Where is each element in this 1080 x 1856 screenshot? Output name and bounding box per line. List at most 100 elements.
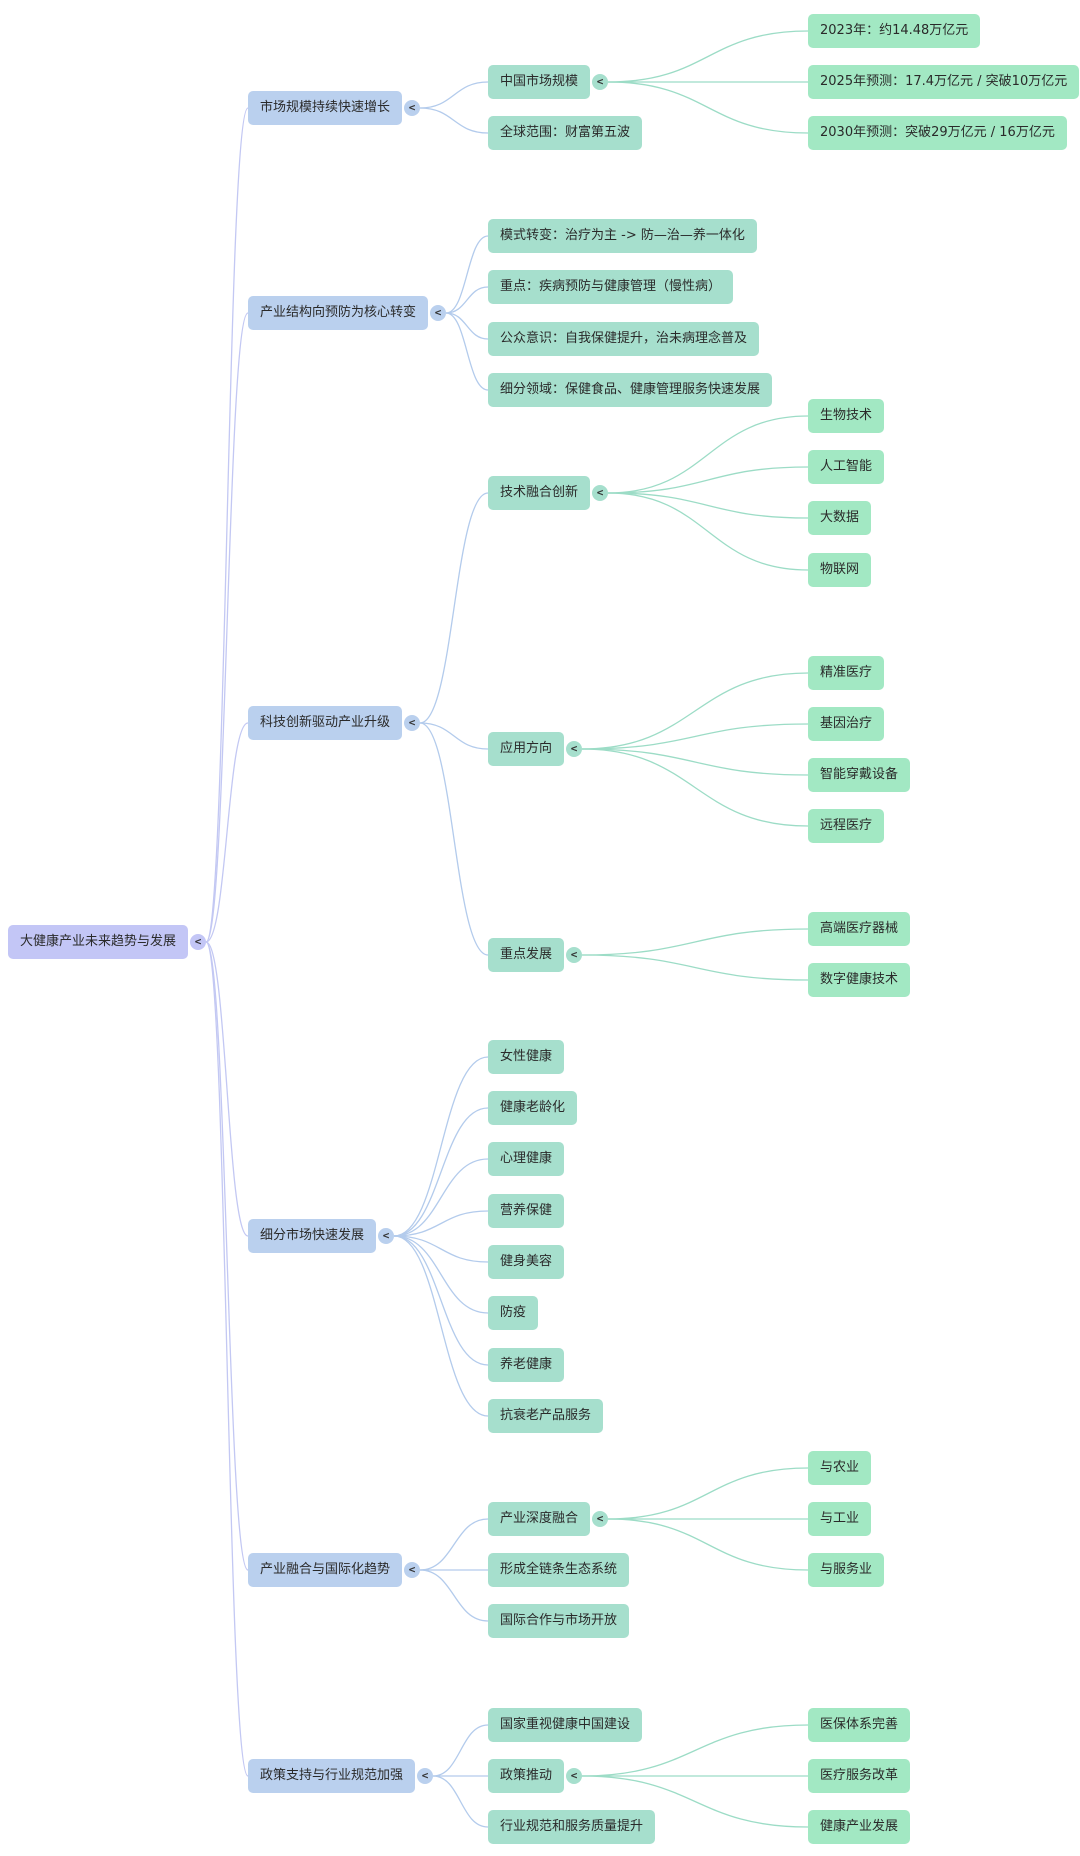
subtopic-node[interactable]: 政策推动 [488,1759,565,1793]
connector-line [419,107,489,134]
subtopic-node[interactable]: 重点：疾病预防与健康管理（慢性病） [488,270,734,304]
connector-line [445,312,489,391]
collapse-toggle-icon[interactable]: < [592,485,608,501]
branch-topic-node-1[interactable]: 市场规模持续快速增长 [248,91,403,125]
root-topic-node[interactable]: 大健康产业未来趋势与发展 [8,925,189,959]
subtopic-node[interactable]: 模式转变：治疗为主 -> 防—治—养一体化 [488,219,757,253]
subtopic-node[interactable]: 中国市场规模 [488,65,591,99]
leaf-topic-node[interactable]: 与工业 [808,1502,872,1536]
connector-line [205,941,249,1237]
connector-line [607,492,809,571]
subtopic-node[interactable]: 公众意识：自我保健提升，治未病理念普及 [488,322,760,356]
subtopic-node[interactable]: 营养保健 [488,1194,565,1228]
subtopic-node[interactable]: 形成全链条生态系统 [488,1553,630,1587]
subtopic-node[interactable]: 健身美容 [488,1245,565,1279]
connector-line [419,1518,489,1571]
connector-line [432,1724,489,1777]
leaf-topic-node[interactable]: 远程医疗 [808,809,885,843]
subtopic-node[interactable]: 国家重视健康中国建设 [488,1708,643,1742]
leaf-topic-node[interactable]: 智能穿戴设备 [808,758,911,792]
leaf-topic-node[interactable]: 精准医疗 [808,656,885,690]
subtopic-node[interactable]: 全球范围：财富第五波 [488,116,643,150]
connector-line [607,1518,809,1571]
subtopic-node[interactable]: 行业规范和服务质量提升 [488,1810,656,1844]
collapse-toggle-icon[interactable]: < [592,74,608,90]
collapse-toggle-icon[interactable]: < [592,1511,608,1527]
leaf-topic-node[interactable]: 数字健康技术 [808,963,911,997]
connector-line [393,1235,489,1263]
branch-topic-node-3[interactable]: 科技创新驱动产业升级 [248,706,403,740]
connector-line [205,941,249,1777]
branch-topic-node-4[interactable]: 细分市场快速发展 [248,1219,377,1253]
connector-line [393,1235,489,1417]
subtopic-node[interactable]: 技术融合创新 [488,476,591,510]
collapse-toggle-icon[interactable]: < [566,741,582,757]
leaf-topic-node[interactable]: 与服务业 [808,1553,885,1587]
collapse-toggle-icon[interactable]: < [430,305,446,321]
collapse-toggle-icon[interactable]: < [404,1562,420,1578]
connector-line [607,466,809,494]
connector-line [607,30,809,83]
leaf-topic-node[interactable]: 2023年：约14.48万亿元 [808,14,981,48]
connector-line [607,1467,809,1520]
connector-line [393,1056,489,1237]
collapse-toggle-icon[interactable]: < [378,1228,394,1244]
connector-line [581,1724,809,1777]
connector-line [419,1569,489,1622]
connector-line [445,235,489,314]
collapse-toggle-icon[interactable]: < [566,947,582,963]
connector-line [393,1158,489,1237]
branch-topic-node-6[interactable]: 政策支持与行业规范加强 [248,1759,416,1793]
connector-line [581,672,809,750]
connector-line [432,1775,489,1828]
leaf-topic-node[interactable]: 2030年预测：突破29万亿元 / 16万亿元 [808,116,1067,150]
connector-line [419,722,489,956]
leaf-topic-node[interactable]: 医保体系完善 [808,1708,911,1742]
leaf-topic-node[interactable]: 医疗服务改革 [808,1759,911,1793]
subtopic-node[interactable]: 健康老龄化 [488,1091,578,1125]
subtopic-node[interactable]: 产业深度融合 [488,1502,591,1536]
connector-line [607,492,809,519]
branch-topic-node-5[interactable]: 产业融合与国际化趋势 [248,1553,403,1587]
connector-line [419,722,489,750]
subtopic-node[interactable]: 应用方向 [488,732,565,766]
connector-line [205,941,249,1571]
connector-line [607,415,809,494]
leaf-topic-node[interactable]: 基因治疗 [808,707,885,741]
subtopic-node[interactable]: 国际合作与市场开放 [488,1604,630,1638]
collapse-toggle-icon[interactable]: < [404,100,420,116]
collapse-toggle-icon[interactable]: < [566,1768,582,1784]
collapse-toggle-icon[interactable]: < [404,715,420,731]
connector-line [581,748,809,776]
subtopic-node[interactable]: 女性健康 [488,1040,565,1074]
connector-line [393,1107,489,1237]
connector-line [205,107,249,943]
collapse-toggle-icon[interactable]: < [190,934,206,950]
subtopic-node[interactable]: 抗衰老产品服务 [488,1399,604,1433]
subtopic-node[interactable]: 细分领域：保健食品、健康管理服务快速发展 [488,373,773,407]
branch-topic-node-2[interactable]: 产业结构向预防为核心转变 [248,296,429,330]
connector-line [581,723,809,750]
leaf-topic-node[interactable]: 生物技术 [808,399,885,433]
connector-line [393,1210,489,1237]
subtopic-node[interactable]: 重点发展 [488,938,565,972]
connector-line [581,748,809,827]
leaf-topic-node[interactable]: 高端医疗器械 [808,912,911,946]
connector-line [581,1775,809,1828]
leaf-topic-node[interactable]: 物联网 [808,553,872,587]
leaf-topic-node[interactable]: 与农业 [808,1451,872,1485]
connector-line [205,312,249,943]
connector-line [445,312,489,340]
leaf-topic-node[interactable]: 健康产业发展 [808,1810,911,1844]
collapse-toggle-icon[interactable]: < [417,1768,433,1784]
connector-line [393,1235,489,1314]
leaf-topic-node[interactable]: 2025年预测：17.4万亿元 / 突破10万亿元 [808,65,1080,99]
subtopic-node[interactable]: 养老健康 [488,1348,565,1382]
subtopic-node[interactable]: 心理健康 [488,1142,565,1176]
leaf-topic-node[interactable]: 人工智能 [808,450,885,484]
connector-line [445,286,489,314]
subtopic-node[interactable]: 防疫 [488,1296,539,1330]
leaf-topic-node[interactable]: 大数据 [808,501,872,535]
